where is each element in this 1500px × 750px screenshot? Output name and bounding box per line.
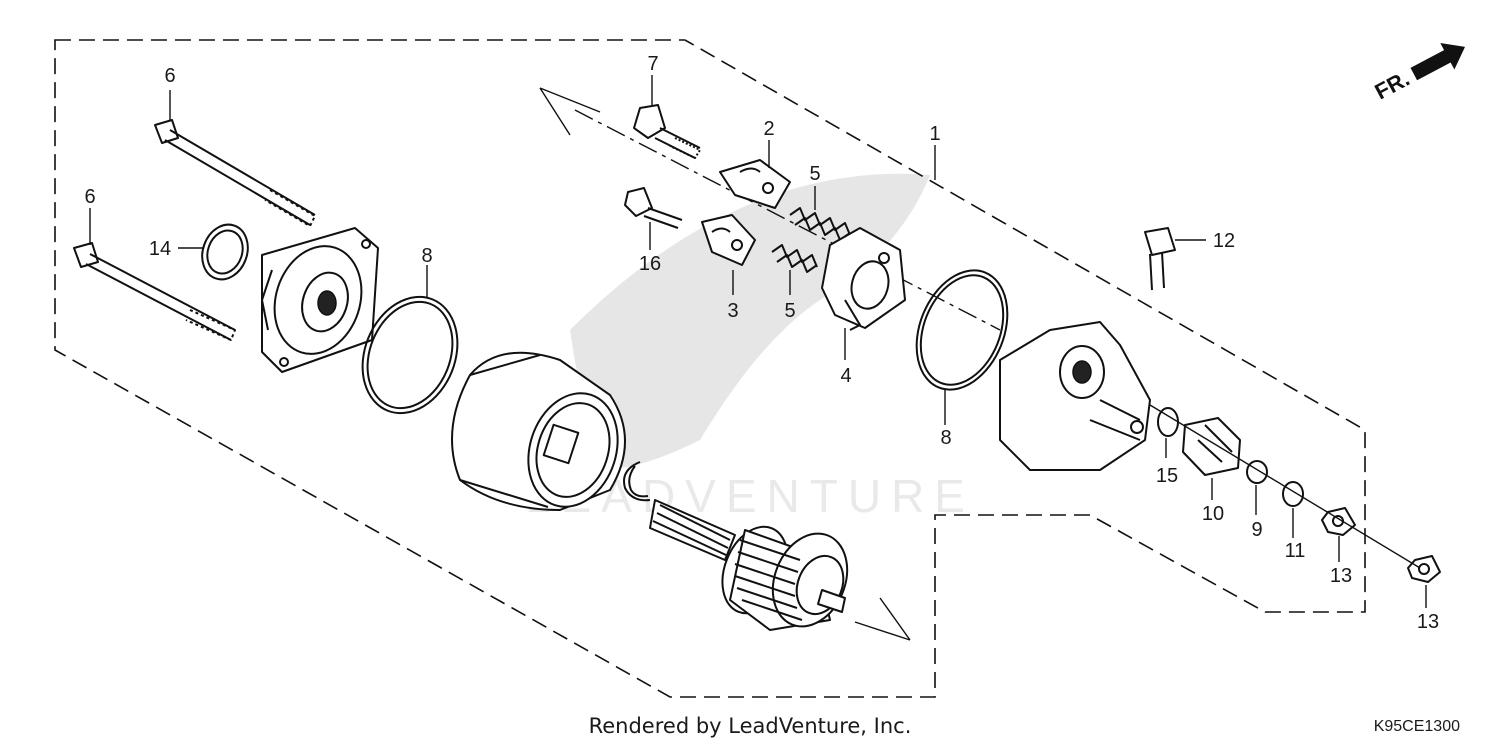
part-5-spring-upper[interactable] <box>789 207 851 241</box>
callout-6-lower[interactable]: 6 <box>84 186 95 208</box>
part-9-washer[interactable] <box>1246 460 1268 484</box>
axis-guide-line <box>574 109 1001 331</box>
axis-guide-arrow-right <box>854 597 911 641</box>
callout-labels: 6 6 14 8 7 2 5 16 3 5 4 1 8 12 15 10 9 1… <box>84 53 1439 633</box>
diagram-code: K95CE1300 <box>1373 718 1460 735</box>
part-6-bolt-lower[interactable] <box>73 242 236 341</box>
part-8-o-ring-right[interactable] <box>900 257 1024 403</box>
callout-13-lower[interactable]: 13 <box>1417 611 1439 633</box>
part-2-brush-upper[interactable] <box>719 159 791 209</box>
callout-16[interactable]: 16 <box>639 253 661 275</box>
part-13-nut-lower[interactable] <box>1407 555 1441 583</box>
part-16-screw[interactable] <box>624 187 683 229</box>
footer-credit: Rendered by LeadVenture, Inc. <box>588 714 912 738</box>
callout-14[interactable]: 14 <box>149 238 171 260</box>
front-direction-label: FR. <box>1371 66 1414 105</box>
part-8-o-ring-right-inner <box>919 274 1005 386</box>
callout-1[interactable]: 1 <box>929 123 940 145</box>
rear-cover-housing[interactable] <box>999 321 1151 471</box>
callout-3[interactable]: 3 <box>727 300 738 322</box>
callout-5-lower[interactable]: 5 <box>784 300 795 322</box>
callout-13-upper[interactable]: 13 <box>1330 565 1352 587</box>
callout-15[interactable]: 15 <box>1156 465 1178 487</box>
part-12-bolt[interactable] <box>1144 227 1176 291</box>
axis-guide-arrow-left <box>539 87 601 136</box>
front-direction-indicator: FR. <box>1371 43 1466 105</box>
part-11-washer[interactable] <box>1282 481 1304 507</box>
part-14-o-ring-inner <box>206 229 244 275</box>
callout-10[interactable]: 10 <box>1202 503 1224 525</box>
yoke-motor-case[interactable] <box>451 351 632 519</box>
part-8-o-ring-left[interactable] <box>346 283 474 428</box>
callout-11[interactable]: 11 <box>1285 540 1306 562</box>
callout-4[interactable]: 4 <box>840 365 851 387</box>
part-4-brush-holder[interactable] <box>821 227 906 331</box>
part-3-brush-lower[interactable] <box>701 214 756 266</box>
assembly-boundary-dashed <box>54 39 1366 698</box>
snap-ring-clip[interactable] <box>623 461 651 502</box>
part-6-bolt-upper[interactable] <box>154 119 316 227</box>
callout-12[interactable]: 12 <box>1213 230 1235 252</box>
part-14-o-ring[interactable] <box>195 218 255 286</box>
callout-2[interactable]: 2 <box>763 118 774 140</box>
callout-6-upper[interactable]: 6 <box>164 65 175 87</box>
armature[interactable] <box>649 499 860 638</box>
part-8-o-ring-left-inner <box>366 300 454 410</box>
callout-8-left[interactable]: 8 <box>421 245 432 267</box>
part-10-collar[interactable] <box>1182 417 1241 476</box>
callout-7[interactable]: 7 <box>647 53 658 75</box>
callout-8-right[interactable]: 8 <box>940 427 951 449</box>
part-5-spring-lower[interactable] <box>771 244 818 273</box>
front-direction-arrow-icon <box>1410 43 1466 81</box>
leader-lines <box>89 75 1427 608</box>
callout-9[interactable]: 9 <box>1251 519 1262 541</box>
rear-parts-alignment-line <box>1149 404 1421 569</box>
part-7-terminal-bolt[interactable] <box>633 104 701 159</box>
front-cover-housing[interactable] <box>261 227 379 373</box>
callout-5-upper[interactable]: 5 <box>809 163 820 185</box>
